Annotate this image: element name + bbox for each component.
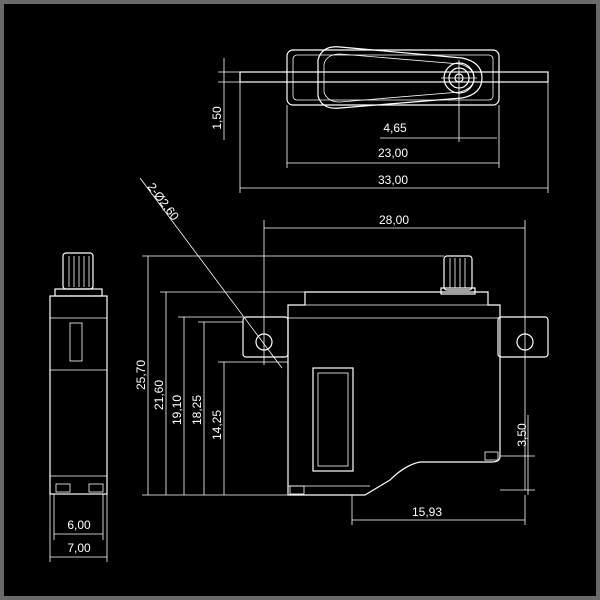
top-view-body-inner [292,54,494,101]
dim-label-28-00: 28,00 [379,213,409,227]
top-view-rod [239,71,549,83]
dim-label-14-25: 14,25 [210,410,224,440]
dim-label-15-93: 15,93 [412,505,442,519]
dim-label-7-00: 7,00 [67,541,91,555]
callout-label-hole: 2-Ø2,60 [145,180,182,223]
front-view: 28,00 2-Ø2,60 25,70 21,60 19,10 18,25 14… [134,177,549,525]
dim-label-33-00: 33,00 [378,173,408,187]
front-view-body [287,291,501,496]
side-view-spline-base [54,288,103,297]
front-view-foot-right [484,451,499,461]
dim-label-1-50: 1,50 [210,106,224,130]
side-view-foot-right [88,483,104,493]
side-view-foot-left [55,483,71,493]
front-view-left-tab [242,316,289,358]
top-view-body [286,49,500,106]
dim-label-19-10: 19,10 [170,395,184,425]
front-view-window-inner [317,372,349,467]
dim-label-6-00: 6,00 [67,518,91,532]
side-view-slot [69,322,83,362]
side-view-spline [62,252,94,290]
front-view-right-tab [497,316,549,358]
top-view-arm [317,46,483,109]
dim-label-18-25: 18,25 [190,395,204,425]
front-view-window [312,367,354,472]
front-view-spline [443,255,473,291]
dim-label-3-50: 3,50 [515,423,529,447]
front-view-foot-left [289,485,305,495]
dim-label-23-00: 23,00 [378,146,408,160]
front-view-spline-base [440,287,476,295]
dim-label-4-65: 4,65 [383,121,407,135]
side-view-body [49,295,108,495]
side-view: 6,00 7,00 [49,252,108,562]
dim-label-21-60: 21,60 [152,380,166,410]
dim-label-25-70: 25,70 [134,360,148,390]
callout-leader-hole [139,177,283,369]
servo-technical-drawing: 1,50 4,65 23,00 33,00 [49,46,549,562]
top-view: 1,50 4,65 23,00 33,00 [210,46,549,193]
